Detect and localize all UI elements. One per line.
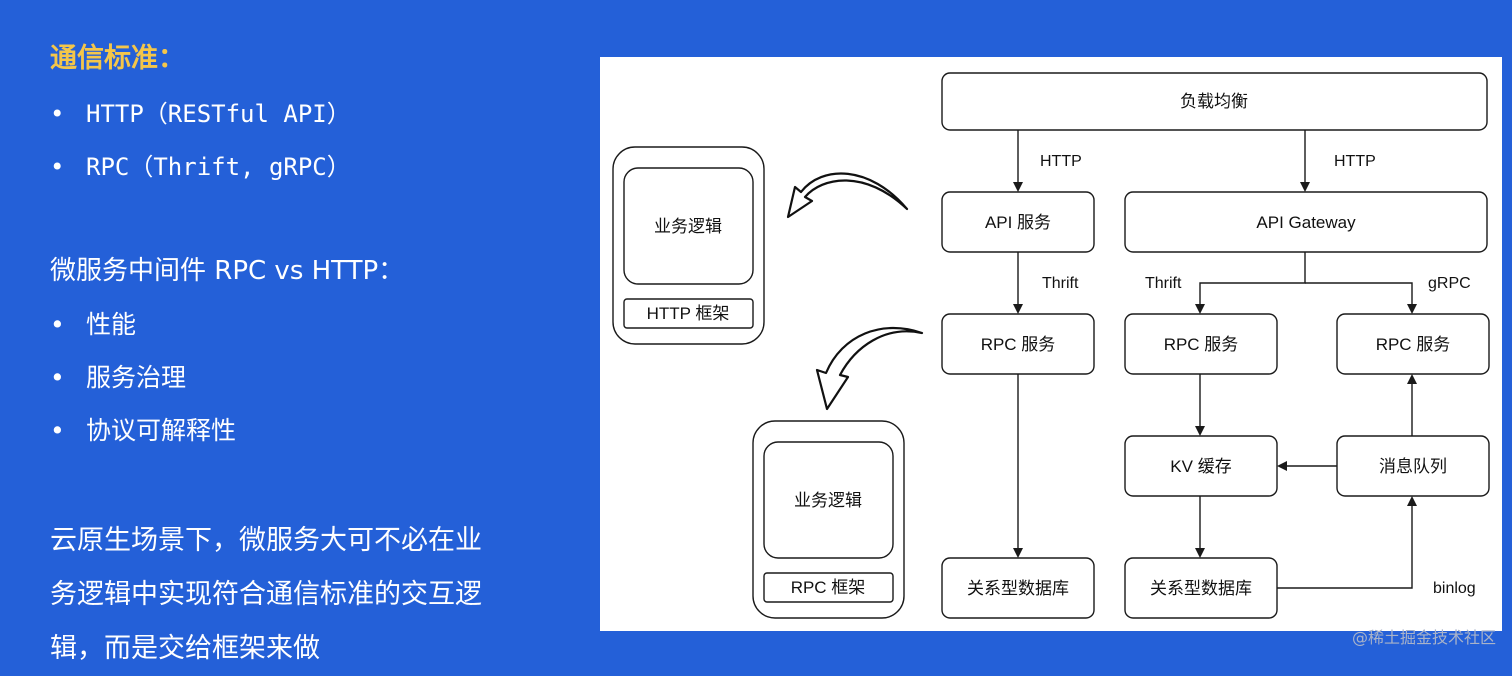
api-service-label: API 服务 [985, 213, 1051, 232]
source-credit: @稀土掘金技术社区 [1351, 628, 1496, 647]
middleware-item-governance: •服务治理 [50, 363, 187, 392]
bullet-dot-icon: • [50, 416, 65, 445]
rpc-service-label-1: RPC 服务 [981, 335, 1056, 354]
database-label-2: 关系型数据库 [1150, 579, 1252, 598]
bullet-dot-icon: • [50, 310, 65, 339]
http-framework-label: HTTP 框架 [647, 304, 730, 323]
message-queue-label: 消息队列 [1379, 457, 1447, 476]
standards-heading: 通信标准： [50, 43, 185, 74]
api-gateway-label: API Gateway [1256, 213, 1356, 232]
http-framework-stack: 业务逻辑 HTTP 框架 [612, 146, 765, 345]
edge-gateway-to-rpc-3 [1305, 282, 1413, 306]
rpc-service-label-2: RPC 服务 [1164, 335, 1239, 354]
diagram-canvas: 业务逻辑 HTTP 框架 业务逻辑 RPC 框架 负载均衡 API 服务 API… [612, 72, 1490, 619]
arrowhead-icon [1195, 548, 1205, 558]
arrowhead-icon [1013, 304, 1023, 314]
rpc-service-node-3 [1336, 313, 1490, 375]
bullet-dot-icon: • [50, 153, 65, 181]
edge-label-thrift-1: Thrift [1042, 275, 1079, 292]
edge-db-2-to-mq [1277, 504, 1413, 589]
edge-label-http-2: HTTP [1334, 153, 1376, 170]
http-business-logic-label: 业务逻辑 [654, 217, 722, 236]
middleware-item-interpretability: •协议可解释性 [50, 416, 237, 445]
arrowhead-icon [1195, 304, 1205, 314]
arrowhead-icon [1407, 496, 1417, 506]
arrowhead-icon [1300, 182, 1310, 192]
architecture-diagram: 业务逻辑 HTTP 框架 业务逻辑 RPC 框架 负载均衡 API 服务 API… [600, 57, 1502, 631]
arrowhead-icon [1277, 461, 1287, 471]
standard-item-http: •HTTP（RESTful API） [50, 100, 351, 128]
rpc-framework-box [763, 572, 894, 603]
edge-gateway-to-rpc-2 [1199, 252, 1306, 306]
rpc-service-node-2 [1124, 313, 1278, 375]
slide-text-column: 通信标准： •HTTP（RESTful API） •RPC（Thrift, gR… [0, 0, 590, 665]
edge-label-grpc: gRPC [1428, 275, 1471, 292]
load-balancer-node [941, 72, 1488, 131]
database-label-1: 关系型数据库 [967, 579, 1069, 598]
edge-label-thrift-2: Thrift [1145, 275, 1182, 292]
arrowhead-icon [1013, 548, 1023, 558]
arrowhead-icon [1407, 374, 1417, 384]
rpc-framework-stack: 业务逻辑 RPC 框架 [752, 420, 905, 619]
middleware-item-performance: •性能 [50, 310, 137, 339]
bullet-dot-icon: • [50, 363, 65, 392]
arrowhead-icon [1195, 426, 1205, 436]
rpc-service-label-3: RPC 服务 [1376, 335, 1451, 354]
arrowhead-icon [1013, 182, 1023, 192]
conclusion-paragraph: 云原生场景下，微服务大可不必在业 务逻辑中实现符合通信标准的交互逻 辑，而是交给… [50, 525, 482, 664]
http-business-logic-box [623, 167, 754, 285]
http-framework-box [623, 298, 754, 329]
api-gateway-node [1124, 191, 1488, 253]
rpc-business-logic-label: 业务逻辑 [794, 491, 862, 510]
load-balancer-label: 负载均衡 [1180, 92, 1248, 111]
curved-arrow-to-rpc-stack-icon [815, 326, 924, 411]
edge-label-binlog: binlog [1433, 580, 1476, 597]
kv-cache-label: KV 缓存 [1170, 457, 1231, 476]
middleware-heading: 微服务中间件 RPC vs HTTP： [50, 256, 405, 286]
standard-item-rpc: •RPC（Thrift, gRPC） [50, 153, 351, 181]
curved-arrow-to-http-stack-icon [786, 172, 909, 219]
bullet-dot-icon: • [50, 100, 65, 128]
arrowhead-icon [1407, 304, 1417, 314]
edge-label-http-1: HTTP [1040, 153, 1082, 170]
rpc-business-logic-box [763, 441, 894, 559]
rpc-framework-label: RPC 框架 [791, 578, 866, 597]
